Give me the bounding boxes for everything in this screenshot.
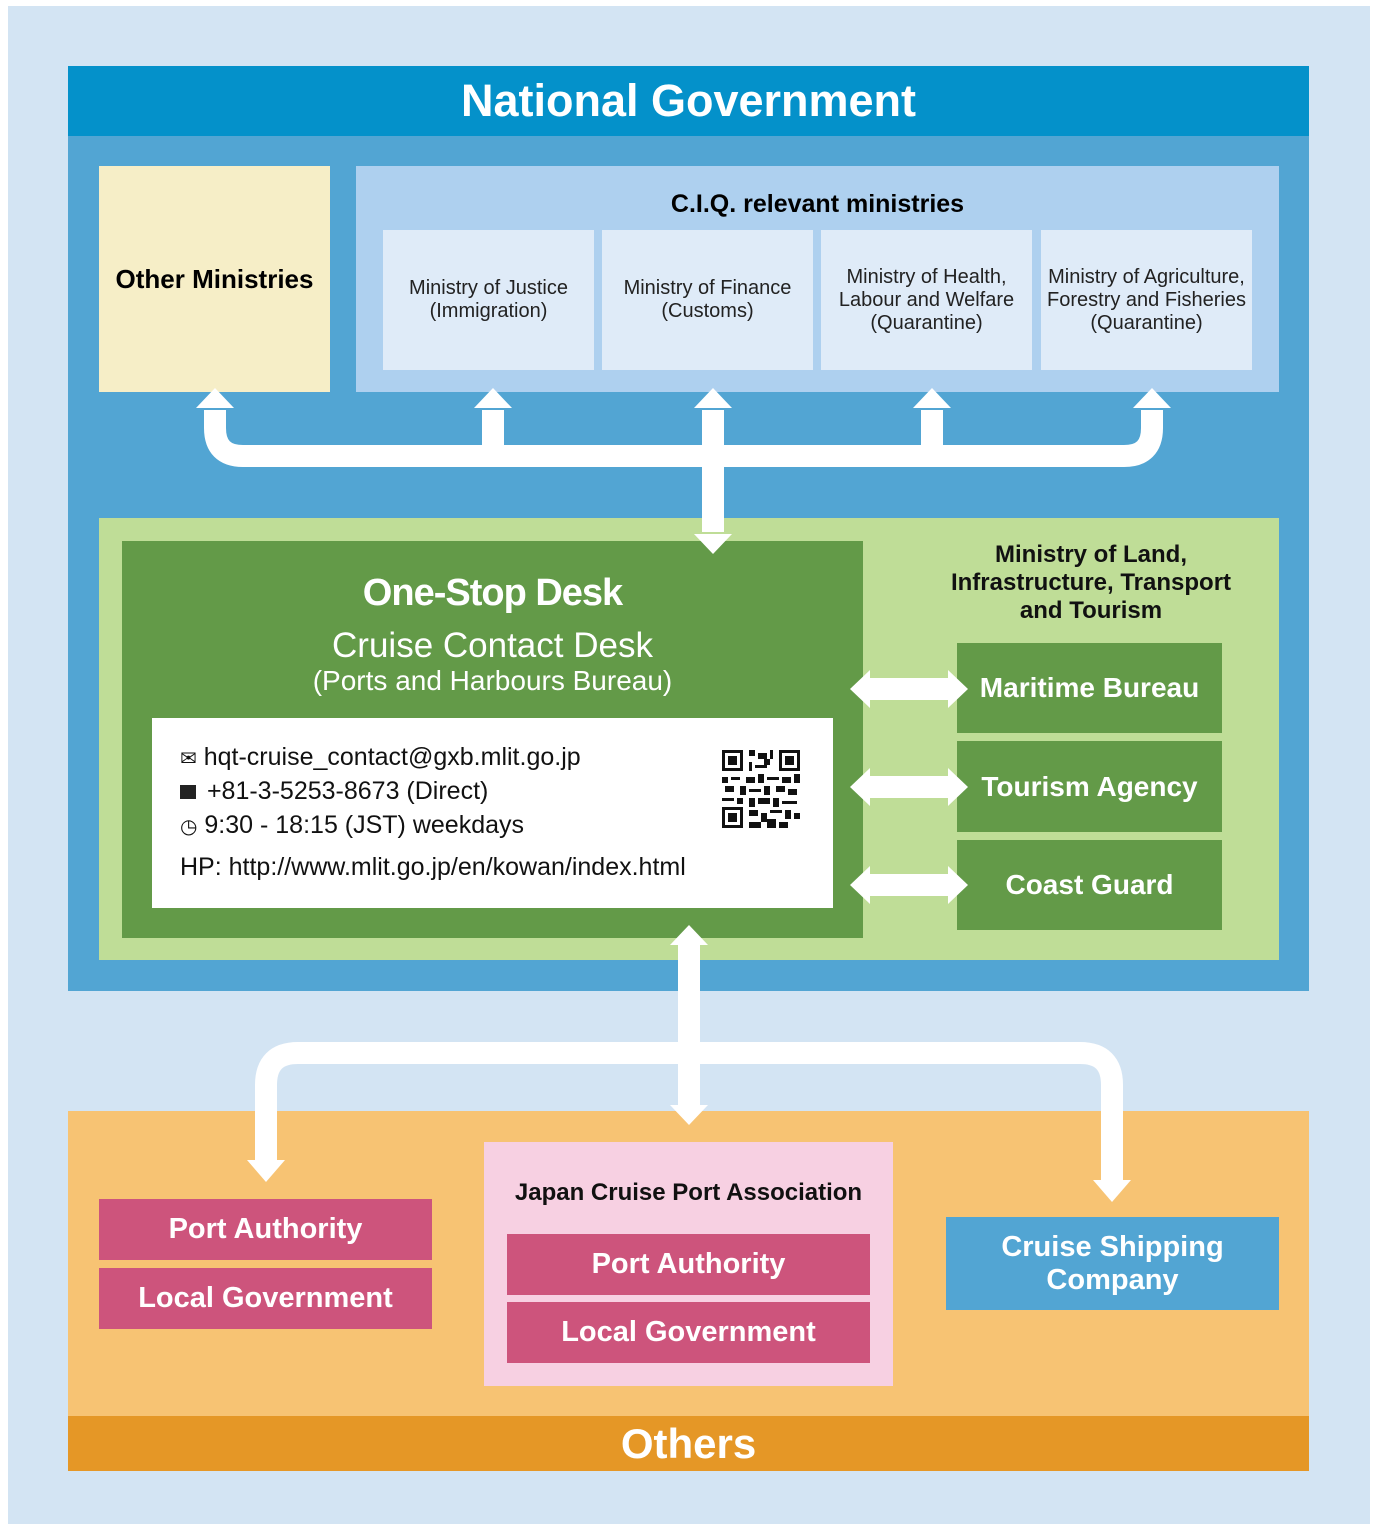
one-stop-desk-title: One-Stop Desk: [362, 571, 623, 614]
ministry-justice: Ministry of Justice (Immigration): [383, 230, 594, 370]
ministries-bus-line: [204, 410, 1163, 467]
ports-bureau-label: (Ports and Harbours Bureau): [312, 665, 673, 696]
others-title: Others: [68, 1416, 1309, 1471]
arrowhead-other-ministries: [196, 388, 234, 408]
tourism-agency-box: Tourism Agency: [957, 741, 1222, 832]
arrowhead-right-coast-guard: [948, 866, 968, 904]
arrowhead-one-stop-top: [694, 534, 732, 554]
email-line: ✉ hqt-cruise_contact@gxb.mlit.go.jp: [180, 743, 581, 772]
jcpa-title: Japan Cruise Port Association: [514, 1179, 863, 1206]
clock-icon: ◷: [180, 816, 198, 838]
jcpa-local-government-box: Local Government: [507, 1302, 870, 1363]
arrowhead-health: [913, 388, 951, 408]
maritime-bureau-box: Maritime Bureau: [957, 643, 1222, 733]
arrowhead-right-tourism: [948, 768, 968, 806]
qr-code-icon: [722, 750, 800, 828]
homepage-line[interactable]: HP: http://www.mlit.go.jp/en/kowan/index…: [180, 853, 686, 881]
cruise-shipping-company-box: Cruise Shipping Company: [946, 1217, 1279, 1310]
other-ministries-box: Other Ministries: [99, 166, 330, 392]
arrowhead-left-coast-guard: [850, 866, 870, 904]
ministry-finance: Ministry of Finance (Customs): [602, 230, 813, 370]
phone-icon: [180, 785, 196, 800]
national-government-title: National Government: [68, 66, 1309, 136]
arrowhead-one-stop-bottom: [670, 925, 708, 945]
arrowhead-port-authority: [247, 1160, 285, 1182]
jcpa-port-authority-box: Port Authority: [507, 1234, 870, 1295]
arrowhead-cruise-company: [1093, 1180, 1131, 1202]
mlit-title: Ministry of Land, Infrastructure, Transp…: [950, 541, 1232, 624]
email-text[interactable]: hqt-cruise_contact@gxb.mlit.go.jp: [203, 743, 581, 771]
ciq-title: C.I.Q. relevant ministries: [670, 189, 965, 218]
port-authority-box: Port Authority: [99, 1199, 432, 1260]
arrowhead-jcpa: [670, 1105, 708, 1125]
arrowhead-finance: [694, 388, 732, 408]
phone-text: +81-3-5253-8673 (Direct): [206, 777, 489, 805]
envelope-icon: ✉: [180, 748, 197, 770]
arrowhead-agriculture: [1133, 388, 1171, 408]
arrowhead-justice: [474, 388, 512, 408]
ministry-health: Ministry of Health, Labour and Welfare (…: [821, 230, 1032, 370]
arrowhead-left-tourism: [850, 768, 870, 806]
coast-guard-box: Coast Guard: [957, 840, 1222, 930]
ministry-agriculture: Ministry of Agriculture, Forestry and Fi…: [1041, 230, 1252, 370]
hours-line: ◷ 9:30 - 18:15 (JST) weekdays: [180, 811, 524, 840]
contact-info-card: [152, 718, 833, 908]
arrowhead-right-maritime: [948, 670, 968, 708]
arrowhead-left-maritime: [850, 670, 870, 708]
hours-text: 9:30 - 18:15 (JST) weekdays: [204, 811, 524, 839]
cruise-contact-desk-label: Cruise Contact Desk: [332, 626, 653, 665]
local-government-box: Local Government: [99, 1268, 432, 1329]
phone-line: +81-3-5253-8673 (Direct): [180, 777, 488, 806]
